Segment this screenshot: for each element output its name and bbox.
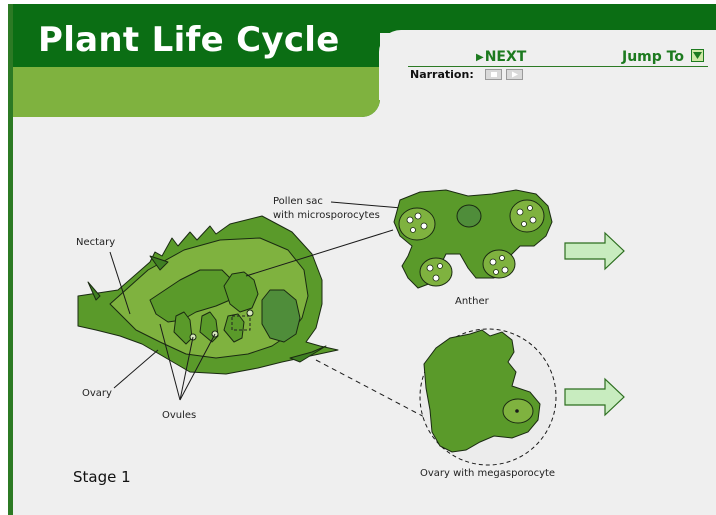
leader-lines bbox=[109, 201, 431, 421]
label-pollen-sac: Pollen sac with microsporocytes bbox=[273, 196, 380, 221]
page-title: Plant Life Cycle bbox=[38, 20, 340, 60]
right-arrow-icon bbox=[564, 231, 625, 271]
label-ovary-megasporocyte: Ovary with megasporocyte bbox=[420, 468, 556, 479]
left-rule bbox=[8, 4, 13, 515]
jump-to-dropdown[interactable]: Jump To bbox=[622, 49, 704, 65]
narration-stop-button[interactable] bbox=[485, 69, 502, 80]
play-triangle-icon: ▶ bbox=[476, 52, 484, 63]
nav-panel bbox=[379, 30, 716, 100]
stop-icon bbox=[491, 72, 497, 77]
label-ovary: Ovary bbox=[82, 388, 112, 399]
label-nectary: Nectary bbox=[76, 237, 116, 248]
ovary-magnified-view bbox=[419, 328, 557, 466]
zoom-region-box bbox=[231, 315, 251, 331]
narration-play-button[interactable] bbox=[506, 69, 523, 80]
jump-to-label: Jump To bbox=[622, 49, 684, 65]
nav-divider bbox=[408, 66, 708, 67]
stage-label: Stage 1 bbox=[73, 468, 131, 486]
narration-label: Narration: bbox=[410, 68, 474, 81]
play-icon bbox=[512, 71, 518, 78]
label-anther: Anther bbox=[455, 296, 489, 307]
title-banner-lower bbox=[8, 67, 380, 117]
anther-illustration bbox=[393, 189, 553, 289]
right-arrow-icon bbox=[564, 377, 625, 417]
next-button[interactable]: ▶NEXT bbox=[476, 49, 526, 65]
flower-cross-section bbox=[77, 215, 339, 375]
label-ovules: Ovules bbox=[162, 410, 197, 421]
next-label: NEXT bbox=[484, 49, 527, 65]
dropdown-arrow-icon[interactable] bbox=[690, 49, 704, 62]
